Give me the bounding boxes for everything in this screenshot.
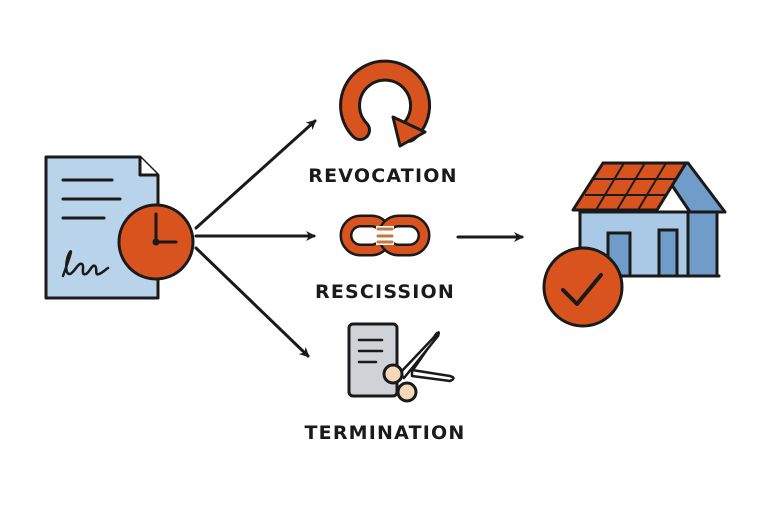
arrow-to-termination: [194, 246, 310, 358]
broken-chain-icon: [339, 214, 431, 257]
termination-label: TERMINATION: [305, 422, 466, 444]
rescission-label: RESCISSION: [315, 281, 455, 303]
circular-arrow-icon: [339, 59, 432, 148]
check-circle-icon: [542, 246, 624, 328]
house-icon: [571, 161, 727, 278]
revocation-label: REVOCATION: [308, 165, 457, 187]
scissors-cutting-document-icon: [347, 322, 455, 403]
clock-icon: [117, 203, 195, 281]
arrow-to-revocation: [194, 119, 317, 230]
